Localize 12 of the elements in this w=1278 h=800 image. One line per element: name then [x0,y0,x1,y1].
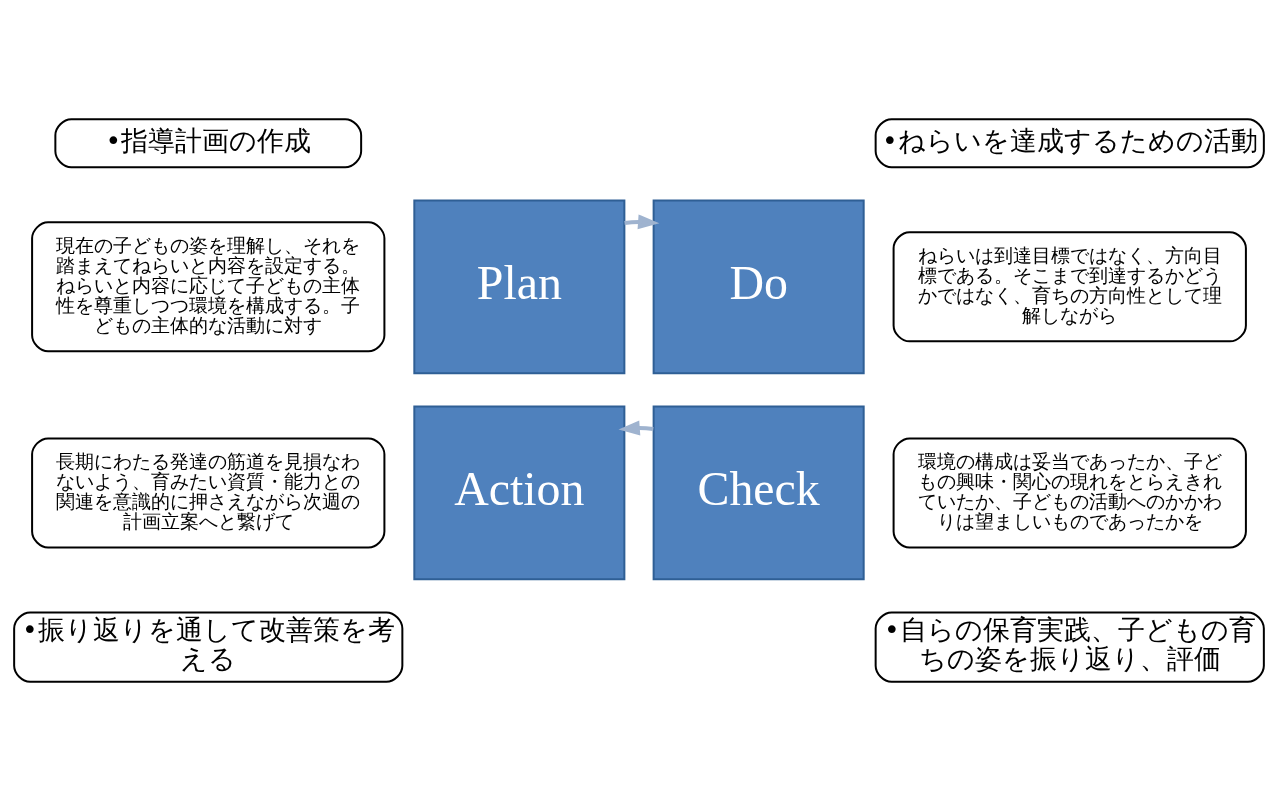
node-box: 環境の構成は妥当であったか、子どもの興味・関心の現れをとらえきれていたか、子どもの活動へのかかわりは望ましいものであったかを [892,436,1247,548]
node-box: •自らの保育実践、子どもの育ちの姿を振り返り、評価 [874,611,1265,683]
node-box: Check [652,405,865,580]
node-box: Action [413,405,626,580]
node-box: ねらいは到達目標ではなく、方向目標である。そこまで到達するかどうかではなく、育ちの方向性として理解しながら [892,230,1247,342]
node-box: •指導計画の作成 [54,117,363,168]
node-box: 現在の子どもの姿を理解し、それを踏まえてねらいと内容を設定する。ねらいと内容に応じて子どもの主体性を尊重しつつ環境を構成する。子どもの主体的な活動に対す [31,220,386,352]
node-box: Do [652,198,865,374]
node-box: •ねらいを達成するための活動 [874,117,1265,168]
node-box: •振り返りを通して改善策を考える [13,611,404,683]
node-box: 長期にわたる発達の筋道を見損なわないよう、育みたい資質・能力との関連を意識的に押さえながら次週の計画立案へと繋げて [31,436,386,548]
node-box: Plan [413,198,626,374]
